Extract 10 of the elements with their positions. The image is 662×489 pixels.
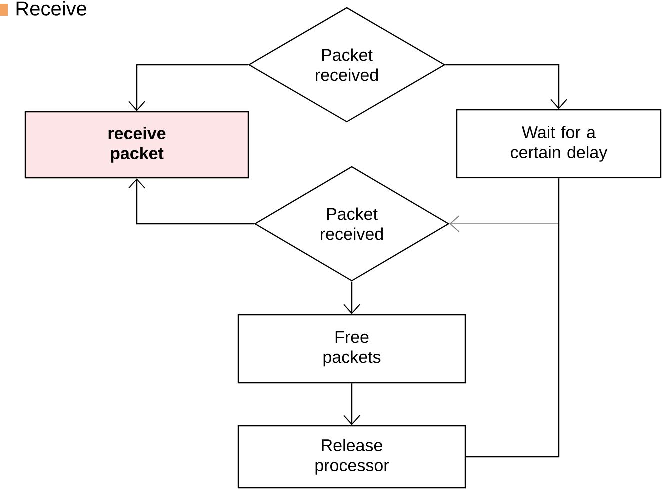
arrow xyxy=(128,178,254,225)
title: Receive xyxy=(16,1,87,16)
process-box: Wait for a certain delay xyxy=(456,109,662,179)
process-box: Free packets xyxy=(238,314,466,384)
arrow xyxy=(446,64,568,110)
arrow xyxy=(128,64,248,112)
arrow xyxy=(344,384,360,426)
arrow xyxy=(344,282,360,314)
process-box: Release processor xyxy=(238,425,466,489)
process-box: receive packet xyxy=(24,111,250,179)
